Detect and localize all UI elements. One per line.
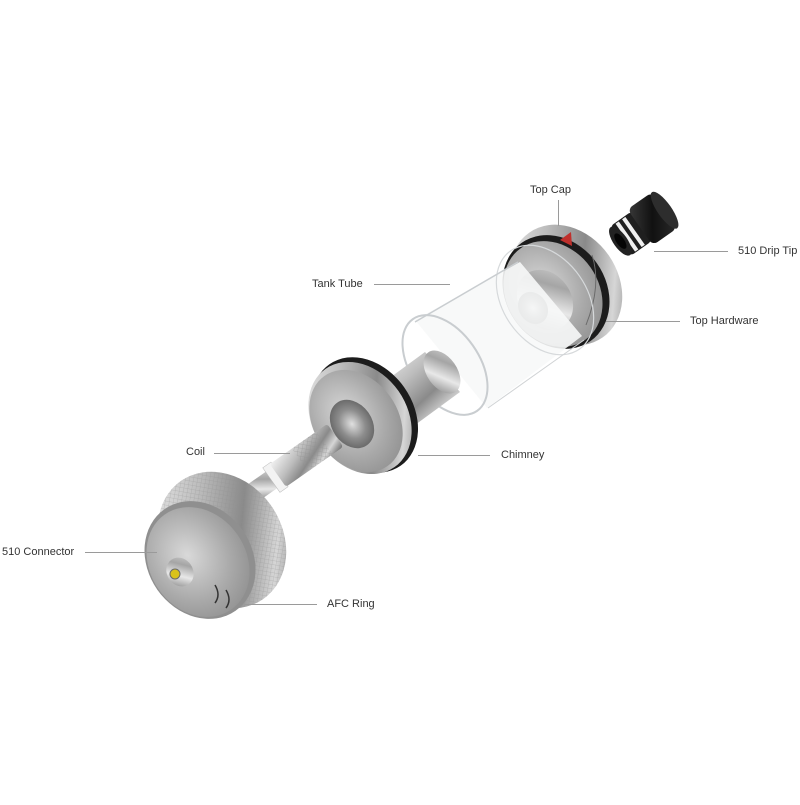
label-tank-tube: Tank Tube: [312, 278, 363, 290]
leader-afc-ring: [243, 604, 317, 605]
leader-connector: [85, 552, 157, 553]
label-top-cap: Top Cap: [530, 184, 571, 196]
drip-tip-part: [609, 191, 679, 256]
label-connector: 510 Connector: [2, 546, 75, 558]
leader-top-cap: [558, 200, 559, 226]
label-coil: Coil: [186, 446, 205, 458]
label-top-hardware: Top Hardware: [690, 315, 759, 327]
leader-top-hardware: [606, 321, 680, 322]
leader-coil: [214, 453, 290, 454]
chimney-part: [308, 350, 461, 475]
leader-chimney: [418, 455, 490, 456]
label-afc-ring: AFC Ring: [327, 598, 375, 610]
tank-tube-part: [401, 244, 595, 416]
leader-tank-tube: [374, 284, 450, 285]
label-drip-tip: 510 Drip Tip: [738, 245, 798, 257]
label-chimney: Chimney: [501, 449, 545, 461]
leader-drip-tip: [654, 251, 728, 252]
afc-base-part: [144, 471, 287, 619]
